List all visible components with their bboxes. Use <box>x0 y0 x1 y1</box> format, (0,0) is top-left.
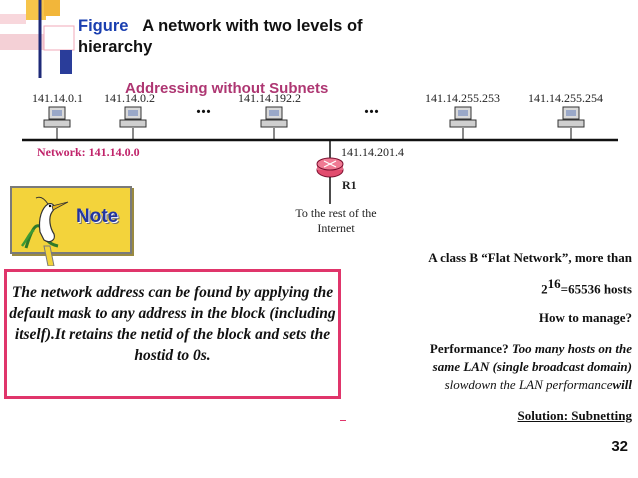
ellipsis-left: ... <box>196 96 211 118</box>
router-ip: 141.14.201.4 <box>341 145 404 159</box>
rest-of-internet-label: To the rest of the Internet <box>295 206 377 235</box>
heron-icon <box>20 196 69 266</box>
host-count-tail: =65536 hosts <box>560 281 632 297</box>
pink-dash <box>340 420 346 421</box>
network-label: Network: 141.14.0.0 <box>37 145 140 159</box>
computer-icon <box>119 106 147 140</box>
flat-network-text: A class B “Flat Network”, more than <box>428 250 632 265</box>
note-label: Note <box>76 206 119 227</box>
host-count: 216=65536 hosts <box>541 276 632 297</box>
performance-text-2: same LAN (single broadcast domain) <box>432 359 632 374</box>
explanation-box: The network address can be found by appl… <box>4 269 341 399</box>
host-count-exponent: 16 <box>547 276 561 291</box>
performance-line-3: slowdown the LAN performancewill <box>445 377 632 393</box>
ellipsis-right: ... <box>364 96 379 118</box>
ghost-heading: Addressing without Subnets <box>125 80 329 97</box>
host-ip-4: 141.14.255.253 <box>425 91 500 105</box>
performance-will: will <box>612 377 632 392</box>
solution-text: Solution: Subnetting <box>517 408 632 423</box>
host-ip-5: 141.14.255.254 <box>528 91 603 105</box>
host-ip-2: 141.14.0.2 <box>104 91 155 105</box>
computer-icon <box>43 106 71 140</box>
how-to-manage: How to manage? <box>538 310 632 325</box>
performance-text-3: slowdown the LAN performance <box>444 377 613 392</box>
corner-decoration <box>0 0 75 78</box>
explanation-text: The network address can be found by appl… <box>9 284 336 364</box>
computer-icon <box>449 106 477 140</box>
note-badge <box>10 186 132 254</box>
host-ip-3: 141.14.192.2 <box>238 91 301 105</box>
host-ip-1: 141.14.0.1 <box>32 91 83 105</box>
figure-title: A network with two levels of hierarchy <box>78 17 363 56</box>
page-number: 32 <box>611 438 628 455</box>
host-count-base: 2 <box>541 281 548 297</box>
performance-line-1: Performance? Too many hosts on the <box>430 341 632 357</box>
router-icon <box>316 140 344 204</box>
computer-icon <box>557 106 585 140</box>
performance-text-1: Too many hosts on the <box>511 341 632 356</box>
performance-label: Performance? <box>429 341 509 356</box>
computer-icon <box>260 106 288 140</box>
slide-title: Figure A network with two levels of hier… <box>78 16 438 58</box>
figure-label: Figure <box>78 17 129 35</box>
network-diagram <box>22 106 618 204</box>
router-name: R1 <box>342 178 357 192</box>
